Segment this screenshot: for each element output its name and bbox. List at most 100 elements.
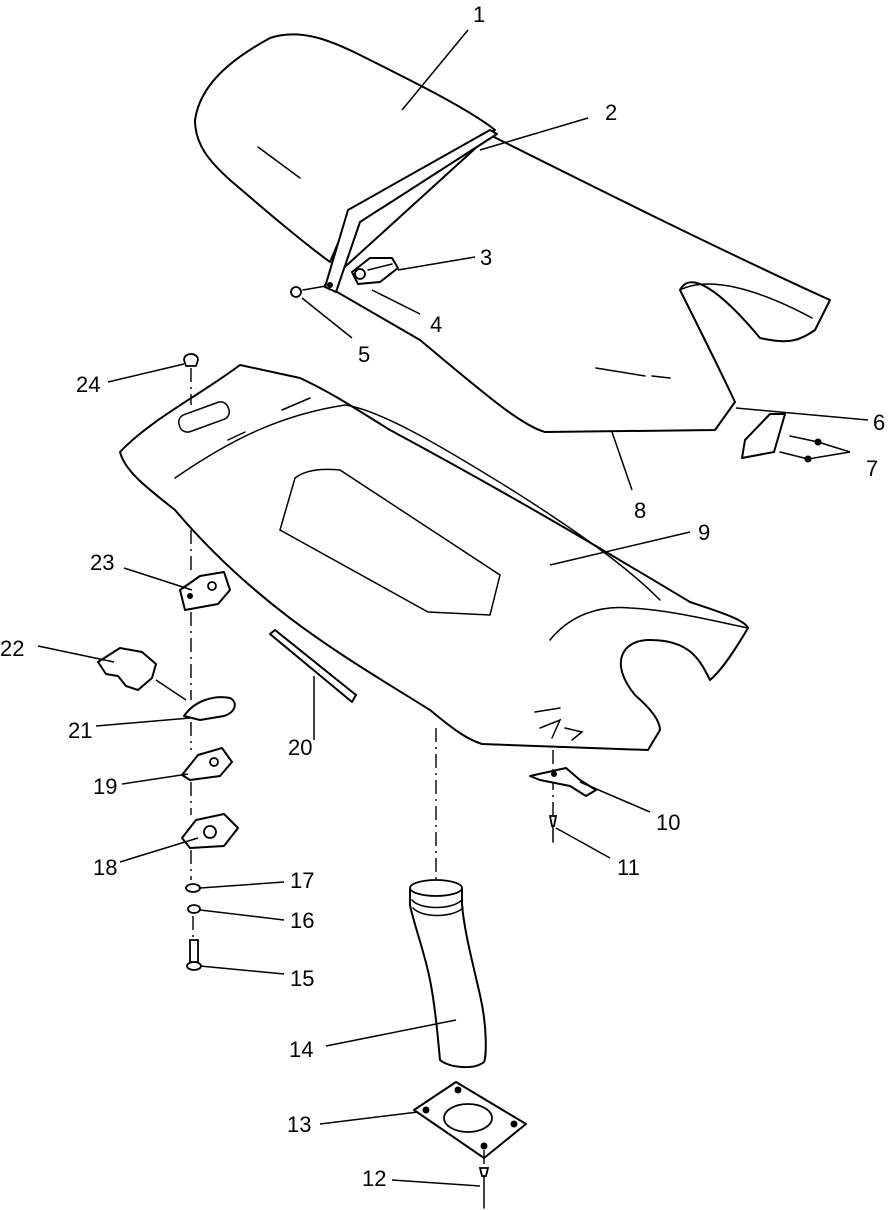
leader-line (371, 289, 421, 315)
gasket-hole (510, 1120, 518, 1128)
pan-detail-mark (281, 397, 311, 411)
callout-24: 24 (76, 372, 100, 397)
leader-line (479, 117, 589, 151)
screw (779, 451, 809, 460)
front-bracket (529, 767, 597, 797)
leader-lines (37, 29, 869, 1187)
screw (789, 435, 819, 443)
plate-hole (187, 593, 193, 599)
callout-7: 7 (866, 456, 878, 481)
callout-22: 22 (0, 636, 24, 661)
gasket-hole (454, 1086, 462, 1094)
pan-recess (279, 468, 501, 616)
leader-line (555, 827, 611, 859)
duct-mouth (409, 879, 463, 897)
front-bracket-group (529, 750, 597, 843)
leader-line (735, 407, 869, 421)
leader-line (107, 363, 185, 383)
lock-washer (187, 904, 201, 914)
nut (290, 286, 302, 298)
hinge-washer (354, 268, 366, 280)
callout-13: 13 (287, 1112, 311, 1137)
gasket-hole (480, 1142, 488, 1150)
pan-slot (177, 401, 231, 433)
gasket-opening (443, 1103, 493, 1133)
callout-numbers: 1 2 3 4 5 6 7 8 9 10 11 12 13 14 15 16 1… (0, 2, 885, 1191)
screw (478, 1167, 490, 1177)
hinge-bolt (367, 263, 393, 271)
seat-detail-mark (595, 367, 646, 377)
nut-axis-line (302, 285, 327, 291)
air-duct-group (409, 728, 527, 1209)
callout-20: 20 (288, 735, 312, 760)
seat-base (324, 134, 831, 433)
callout-2: 2 (605, 100, 617, 125)
seat-detail-mark (651, 375, 671, 379)
latch-catch (97, 647, 157, 691)
leader-line (319, 1111, 419, 1125)
bolt (189, 939, 199, 963)
duct-ring (411, 899, 463, 909)
washer (185, 883, 201, 893)
callout-10: 10 (656, 810, 680, 835)
seat-cutout-edge (679, 283, 813, 319)
seat-latch (741, 413, 786, 459)
leader-line (119, 837, 199, 863)
callout-5: 5 (358, 342, 370, 367)
leader-line (397, 256, 476, 271)
bolt-head (186, 961, 202, 971)
seat-assembly (194, 33, 831, 433)
seat-pivot-point (327, 282, 333, 288)
leader-line (579, 781, 651, 813)
gasket-hole (422, 1106, 430, 1114)
leader-line (37, 645, 187, 701)
callout-6: 6 (873, 410, 885, 435)
plate-hole (207, 581, 217, 591)
rivet (548, 815, 558, 827)
plate-hole (203, 825, 217, 839)
leader-line (549, 531, 691, 566)
leader-line (611, 431, 633, 491)
leader-line (401, 29, 469, 111)
seat-strap (324, 129, 498, 293)
leader-line (199, 965, 285, 975)
seat-pan-body (119, 364, 749, 751)
callout-17: 17 (290, 868, 314, 893)
latch-plate (179, 571, 231, 611)
callout-19: 19 (93, 774, 117, 799)
callout-14: 14 (289, 1037, 313, 1062)
leader-line (325, 1019, 457, 1047)
air-duct (409, 880, 487, 1068)
callout-11: 11 (617, 855, 640, 880)
callout-18: 18 (93, 855, 117, 880)
seat-cushion (194, 33, 496, 263)
leader-line (95, 717, 191, 727)
leader-line (121, 773, 189, 785)
callout-1: 1 (473, 2, 485, 27)
leader-line (391, 1179, 481, 1187)
callout-23: 23 (90, 550, 114, 575)
push-fastener (183, 353, 199, 367)
seal-strip (269, 629, 357, 703)
leader-line (301, 297, 353, 339)
callout-16: 16 (290, 908, 314, 933)
callout-9: 9 (698, 520, 710, 545)
leader-line (807, 441, 851, 460)
seat-detail-mark (257, 146, 301, 179)
leader-line (199, 881, 285, 889)
callout-21: 21 (68, 718, 92, 743)
mounting-plate (181, 747, 233, 781)
duct-ring (412, 907, 464, 917)
callout-15: 15 (290, 966, 314, 991)
plate-hole (209, 757, 219, 767)
pan-cutout-edge (549, 606, 749, 641)
seat-latch-group (741, 413, 822, 463)
latch-clip (183, 696, 236, 721)
callout-4: 4 (430, 312, 442, 337)
callout-3: 3 (480, 245, 492, 270)
leader-line (199, 909, 285, 921)
latch-hardware-stack (97, 353, 239, 971)
bracket-hole (551, 771, 557, 777)
callout-12: 12 (362, 1166, 386, 1191)
